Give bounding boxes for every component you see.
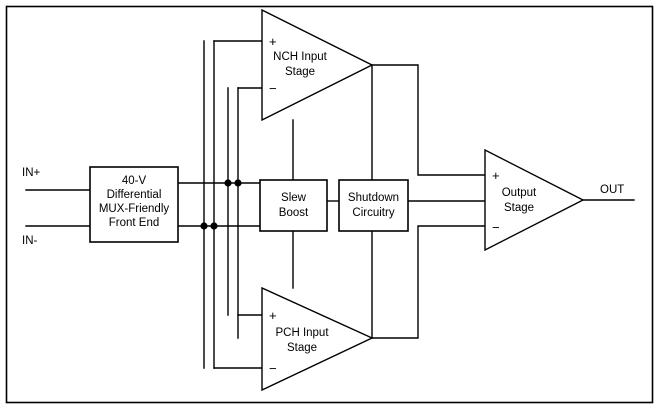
label-in-negative: IN-	[22, 235, 38, 247]
slew-boost-line-1: Slew	[281, 192, 307, 204]
junction-dots	[200, 179, 242, 230]
pch-line-1: PCH Input	[275, 327, 329, 339]
shutdown-line-1: Shutdown	[348, 192, 399, 204]
junction-dot-inp-b	[234, 179, 242, 187]
junction-dot-inn-b	[210, 222, 218, 230]
pch-line-2: Stage	[287, 342, 317, 354]
block-nch-input-stage[interactable]: + − NCH Input Stage	[261, 8, 374, 122]
pch-triangle[interactable]	[261, 286, 374, 392]
shutdown-line-2: Circuitry	[352, 207, 394, 219]
nch-line-2: Stage	[285, 66, 315, 78]
front-end-line-1: 40-V	[122, 175, 147, 187]
label-in-positive: IN+	[22, 167, 41, 179]
front-end-line-3: MUX-Friendly	[99, 203, 170, 215]
nch-triangle[interactable]	[261, 8, 374, 122]
output-stage-minus-sign: −	[492, 220, 500, 235]
nch-line-1: NCH Input	[273, 51, 327, 63]
front-end-line-4: Front End	[109, 217, 160, 229]
label-out: OUT	[600, 184, 624, 196]
nch-plus-sign: +	[269, 34, 277, 49]
output-stage-line-2: Stage	[504, 202, 534, 214]
shutdown-box[interactable]	[338, 179, 409, 232]
block-shutdown-circuitry[interactable]: Shutdown Circuitry	[338, 179, 409, 232]
output-stage-line-1: Output	[502, 187, 537, 199]
slew-boost-box[interactable]	[259, 179, 328, 232]
front-end-line-2: Differential	[107, 189, 162, 201]
block-front-end[interactable]: 40-V Differential MUX-Friendly Front End	[89, 166, 179, 243]
pch-minus-sign: −	[269, 361, 277, 376]
diagram-border	[5, 5, 654, 404]
wire-nch-output	[371, 64, 486, 176]
wire-layer	[25, 40, 635, 369]
block-output-stage[interactable]: + − Output Stage	[484, 148, 585, 252]
slew-boost-line-2: Boost	[279, 207, 309, 219]
block-slew-boost[interactable]: Slew Boost	[259, 179, 328, 232]
wire-pch-output	[371, 225, 486, 339]
nch-minus-sign: −	[269, 81, 277, 96]
output-stage-plus-sign: +	[492, 168, 500, 183]
output-stage-triangle[interactable]	[484, 148, 585, 252]
front-end-box[interactable]	[89, 166, 179, 243]
block-pch-input-stage[interactable]: + − PCH Input Stage	[261, 286, 374, 392]
pch-plus-sign: +	[269, 308, 277, 323]
